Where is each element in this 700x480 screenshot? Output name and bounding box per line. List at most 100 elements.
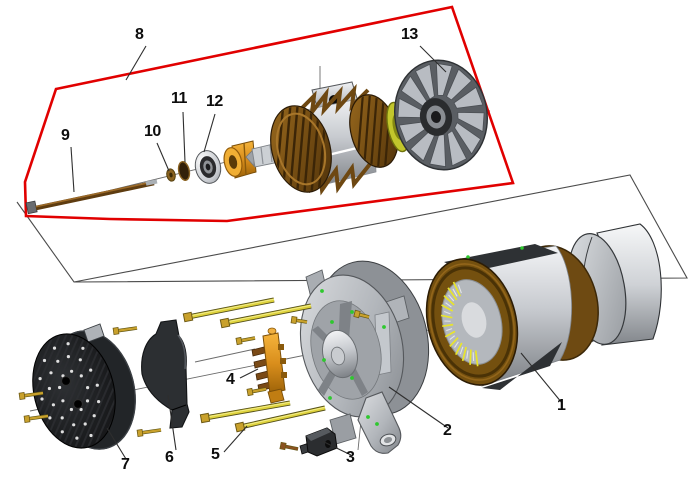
cover-vent-dot — [60, 416, 64, 420]
cover-vent-dot — [66, 342, 70, 346]
claw-teeth-top — [300, 83, 370, 119]
callout-10: 10 — [144, 123, 161, 140]
screw — [112, 326, 138, 335]
bolt-head — [199, 412, 211, 424]
holder-notch — [280, 358, 286, 364]
holder-notch — [281, 372, 287, 378]
part-3-connector-block — [299, 427, 338, 457]
leader-5 — [223, 425, 248, 453]
shaft-tip — [145, 179, 158, 186]
stator-lamination — [454, 341, 459, 348]
cover-vent-dot — [38, 377, 42, 381]
callout-4: 4 — [226, 371, 235, 388]
callout-7: 7 — [121, 456, 130, 473]
leader-3 — [321, 440, 352, 456]
slip-ring-collar — [223, 140, 257, 179]
cover-vent-dot — [97, 400, 101, 404]
housing-hub-bore — [330, 346, 346, 366]
callout-5: 5 — [211, 446, 220, 463]
through-bolt — [234, 405, 326, 433]
cover-rib — [47, 330, 101, 452]
cover-vent-dot — [52, 346, 57, 350]
part-7-rear-cover — [22, 323, 136, 452]
leader-9 — [70, 146, 75, 193]
claw-slot — [369, 92, 379, 170]
cover-vent-dot — [56, 359, 60, 363]
bearing-bore-hole — [205, 163, 211, 171]
bolt-head — [234, 421, 246, 433]
callout-11: 11 — [171, 90, 187, 107]
stator-slot-wedge — [447, 287, 458, 301]
holder-notch — [278, 344, 284, 350]
leader-13 — [419, 45, 447, 73]
stator-lamination — [459, 346, 464, 355]
shaft-highlight — [35, 180, 155, 208]
part-13-cooling-fan — [394, 59, 488, 171]
screw — [235, 336, 256, 346]
leader-12 — [203, 113, 216, 153]
screw — [136, 428, 162, 437]
stator-winding-texture-light — [428, 263, 516, 381]
cover-vent-dot — [92, 414, 96, 418]
screw-head — [18, 392, 26, 400]
cover-vent-dot — [95, 383, 99, 387]
screw — [279, 441, 299, 451]
stator-lamination — [445, 302, 452, 308]
stator-slot-wedge — [474, 350, 479, 367]
spline-ridge — [269, 144, 273, 163]
screw-head — [279, 441, 287, 451]
leader-11 — [182, 111, 186, 163]
rotor-core-highlight — [327, 146, 358, 157]
cover-vent-dot — [83, 422, 87, 426]
fan-hub-hole — [430, 111, 442, 123]
leader-1 — [520, 352, 563, 404]
part-6-bracket-cover — [141, 319, 190, 429]
through-bolts — [182, 297, 326, 433]
cover-vent-dot — [48, 416, 52, 420]
leader-10 — [156, 142, 170, 172]
stator-green-dot — [466, 255, 470, 259]
stator-slot-wedge — [449, 337, 459, 347]
cover-hole — [61, 376, 71, 386]
cover-rib — [85, 330, 126, 452]
stator-slot-wedge — [452, 281, 461, 297]
rotor-winding-ring-left — [275, 112, 327, 186]
part-2-front-housing — [299, 260, 430, 454]
leader-8 — [125, 45, 147, 81]
callout-13: 13 — [401, 26, 418, 43]
leader-2 — [388, 386, 449, 429]
stator-lamination — [452, 288, 458, 297]
fan-blade — [414, 63, 435, 100]
part-10-washer-center — [169, 172, 173, 178]
stator-slot-wedge — [441, 304, 454, 312]
cover-rib — [22, 330, 63, 452]
leader-6 — [167, 394, 177, 451]
holder-foot — [267, 388, 285, 404]
cover-vent-dot — [42, 358, 47, 363]
stator-green-dot — [520, 246, 524, 250]
through-bolt — [219, 303, 312, 329]
cover-vent-dot — [75, 436, 79, 440]
housing-mount-hole-inner — [383, 436, 393, 444]
claw-slot — [295, 102, 307, 196]
spline-ridge — [260, 146, 264, 165]
fan-blade — [435, 62, 453, 96]
callout-8: 8 — [135, 26, 144, 43]
callout-6: 6 — [165, 449, 174, 466]
callout-3: 3 — [346, 449, 355, 466]
leader-lines — [70, 45, 563, 460]
stator-lamination — [457, 284, 462, 294]
cover-hole — [73, 399, 83, 409]
brush-contact — [253, 358, 268, 369]
cover-vent-dot — [58, 385, 62, 390]
part-9-shaft — [25, 179, 158, 215]
cover-vent-dot — [78, 358, 82, 362]
cover-vent-dot — [61, 399, 65, 403]
stator-winding-texture-dark — [431, 266, 513, 378]
cover-vent-dot — [79, 407, 83, 412]
cover-vent-dot — [51, 403, 56, 407]
leader-4 — [239, 368, 259, 379]
cover-vent-dot — [49, 371, 53, 375]
screw-head — [136, 429, 144, 437]
